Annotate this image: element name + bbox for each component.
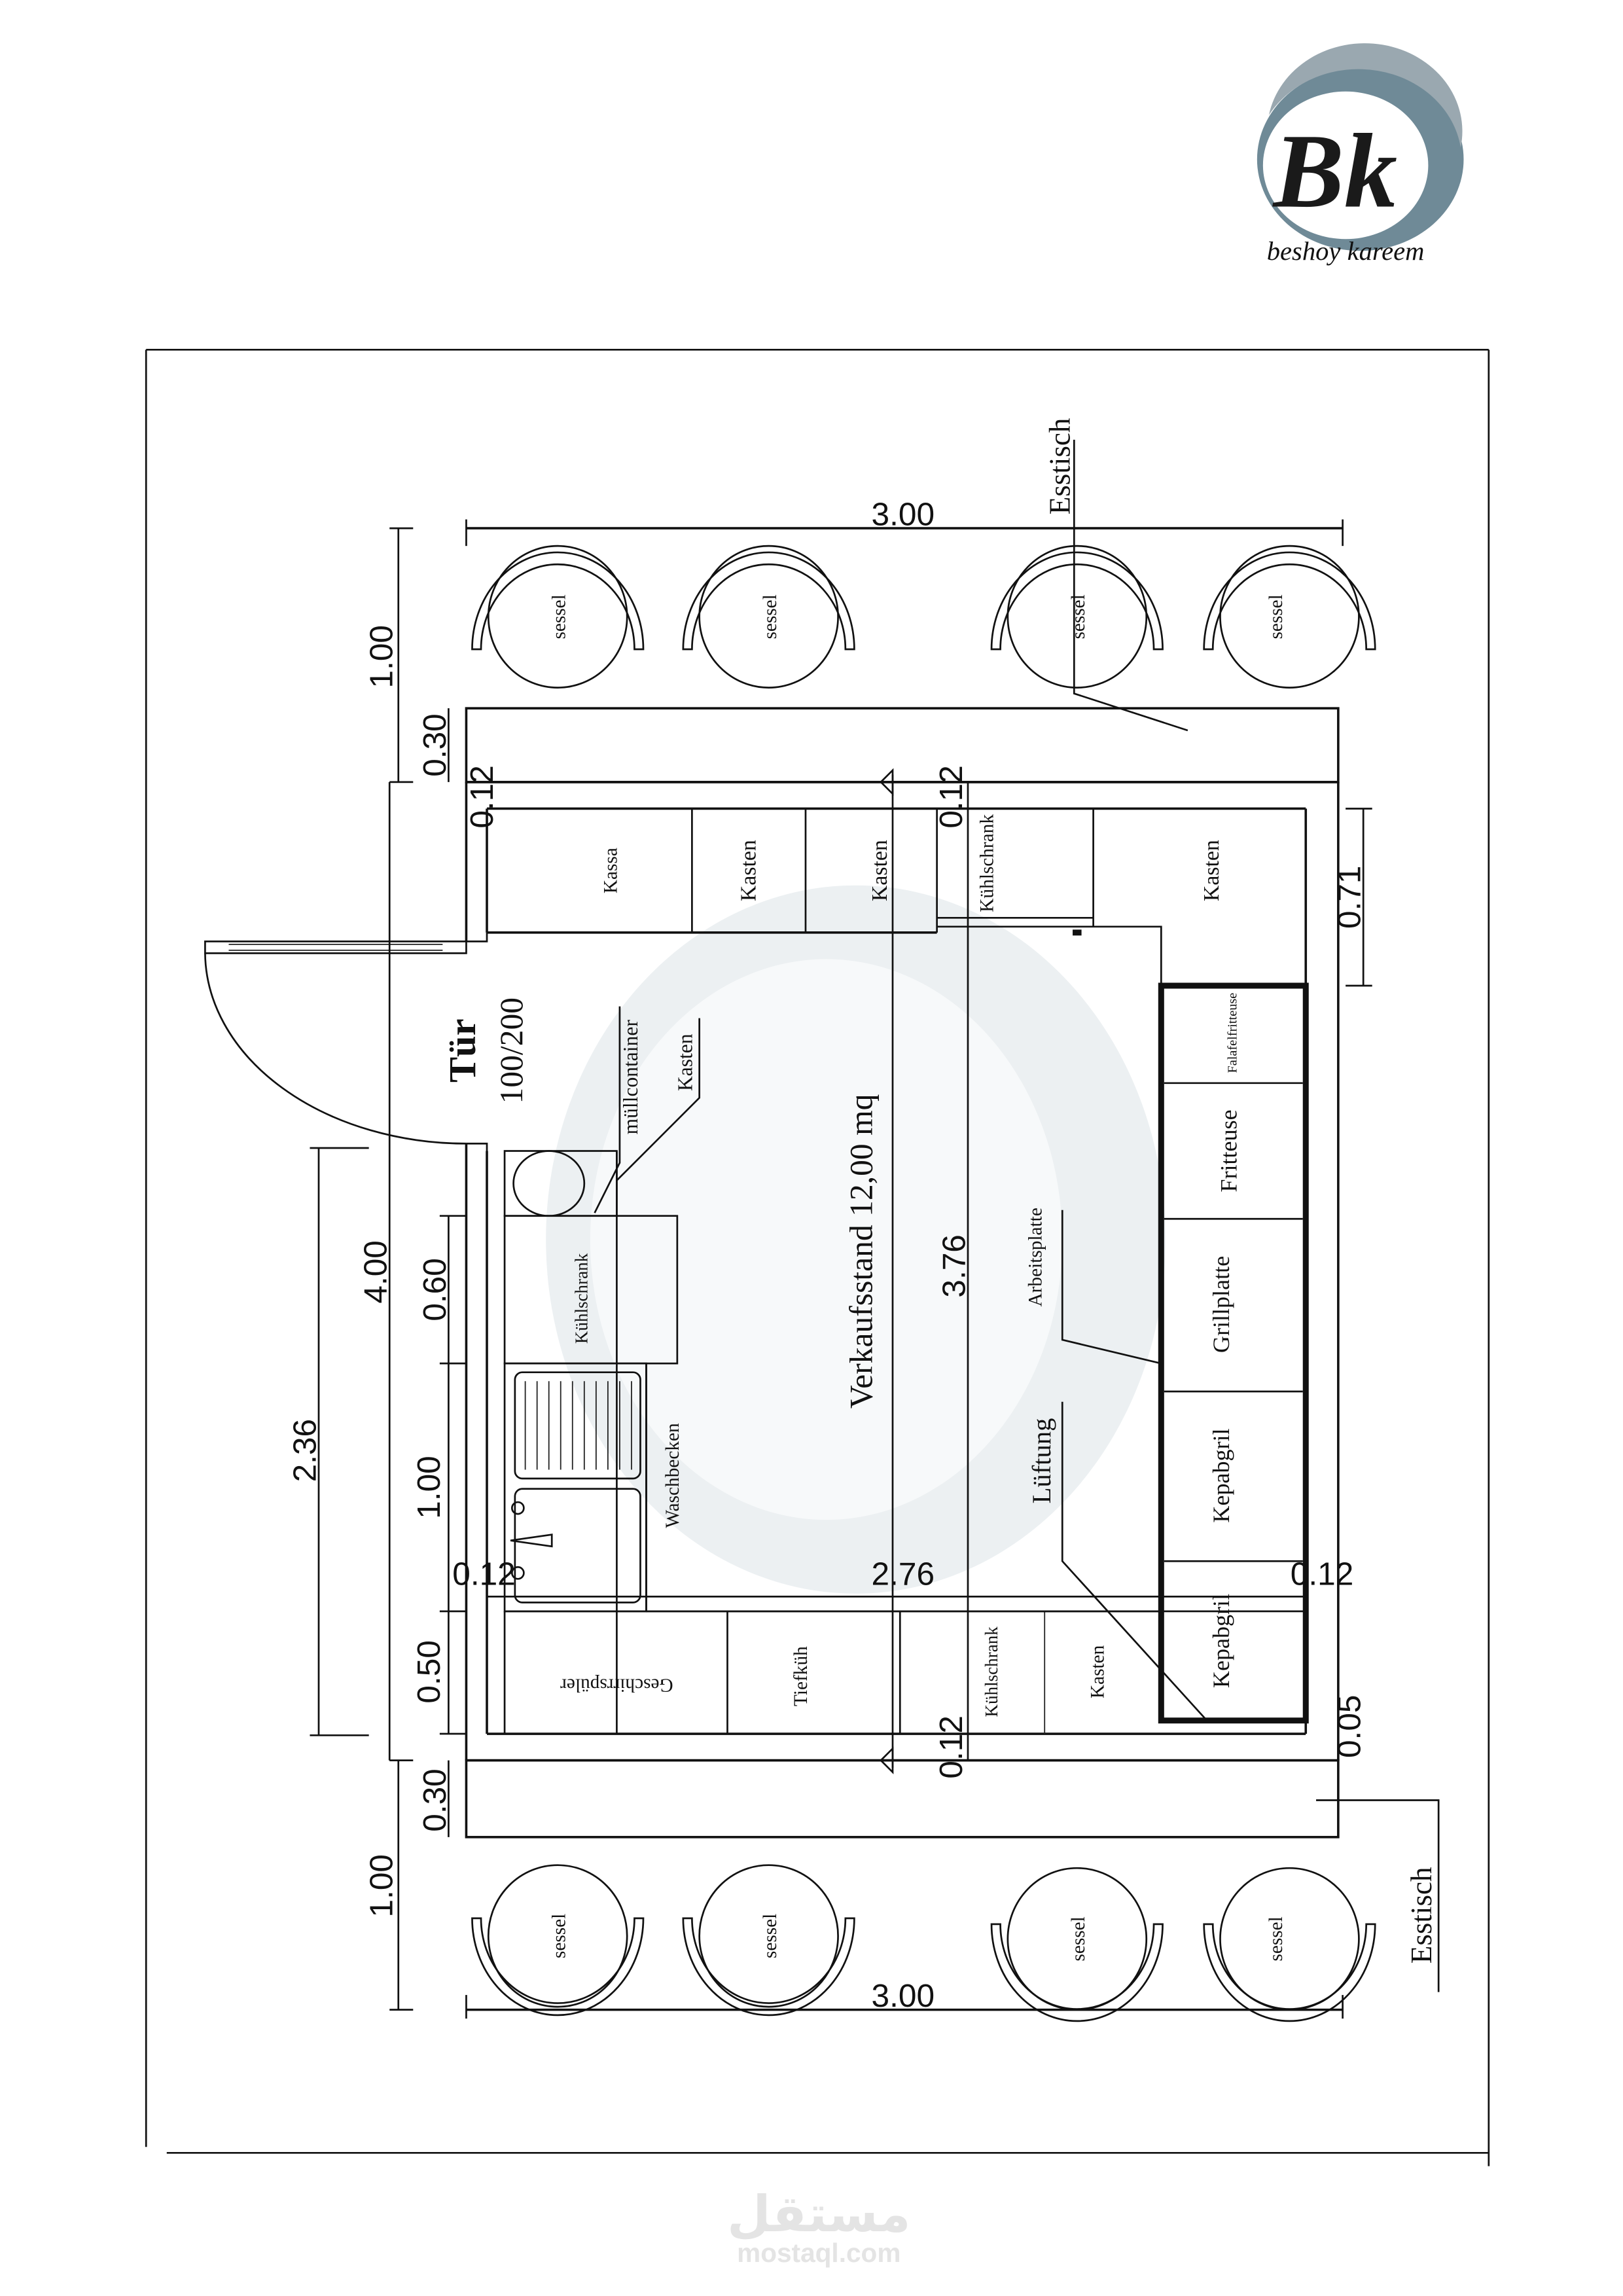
dim-left-wall: 0.12 xyxy=(452,1555,516,1592)
dim-overall-height: 4.00 xyxy=(357,1240,394,1304)
watermark-latin: mostaql.com xyxy=(737,2238,901,2268)
door-label: Tür xyxy=(441,1018,484,1083)
dim-fridge: 0.60 xyxy=(416,1258,453,1321)
chair-label: sessel xyxy=(760,1914,781,1958)
sink-label: Waschbecken xyxy=(662,1423,683,1528)
freezer-label: Tiefküh xyxy=(791,1646,812,1706)
mostaql-watermark: مستقل mostaql.com xyxy=(727,2185,910,2268)
chair: sessel xyxy=(471,545,645,689)
dim-top-depth: 1.00 xyxy=(363,625,400,689)
cabinet-kasten: Kasten xyxy=(868,840,892,901)
area-label: Verkaufsstand 12,00 mq xyxy=(843,1094,879,1409)
dishwasher-label: Geschirrspüler xyxy=(560,1675,673,1696)
dim-top-width: 3.00 xyxy=(872,496,935,533)
kasten-label: Kasten xyxy=(673,1033,696,1091)
bottom-table xyxy=(465,1759,1340,1839)
chair-label: sessel xyxy=(760,594,781,639)
bottom-fridge-label: Kühlschrank xyxy=(982,1626,1001,1717)
dim-bottom-width: 3.00 xyxy=(872,1977,935,2014)
dim-inner-height: 3.76 xyxy=(935,1234,972,1298)
center-watermark xyxy=(546,885,1166,1594)
chair: sessel xyxy=(1203,545,1376,689)
top-dining-area: 3.00 1.00 0.30 sessel sessel sessel s xyxy=(363,418,1376,783)
chair: sessel xyxy=(990,1867,1164,2022)
chair-label: sessel xyxy=(1068,594,1089,639)
top-table-label: Esstisch xyxy=(1044,418,1077,515)
bottom-dining-area: 1.00 0.30 sessel sessel sessel sessel 3.… xyxy=(363,1759,1440,2022)
dim-bottom-wall: 0.12 xyxy=(933,1715,969,1778)
brand-logo: Bk beshoy kareem xyxy=(1257,43,1464,266)
dim-left-offset: 2.36 xyxy=(286,1419,323,1482)
cooking-line: Falafelfritteuse Fritteuse Grillplatte K… xyxy=(1158,982,1309,1724)
ventilation-label: Lüftung xyxy=(1027,1418,1056,1504)
dim-right-wall: 0.12 xyxy=(1291,1555,1353,1592)
worktop-label: Arbeitsplatte xyxy=(1026,1208,1046,1306)
dim-sink: 1.00 xyxy=(410,1456,447,1519)
logo-signature: beshoy kareem xyxy=(1267,236,1425,266)
top-row-cabinets: Kassa Kasten Kasten Kühlschrank Kasten xyxy=(487,808,1224,986)
top-table xyxy=(465,707,1340,783)
dim-right-kasten: 0.71 xyxy=(1331,865,1368,929)
muell-label: müllcontainer xyxy=(619,1020,642,1135)
chair-label: sessel xyxy=(548,1914,569,1958)
cabinet-kasten: Kasten xyxy=(736,840,760,901)
cabinet-kassa: Kassa xyxy=(600,848,621,893)
watermark-arabic: مستقل xyxy=(727,2185,910,2244)
dim-dish: 0.50 xyxy=(410,1640,447,1703)
dim-bottom-table: 0.30 xyxy=(416,1768,453,1831)
chair: sessel xyxy=(990,545,1164,689)
appliance-kebab: Kepabgril xyxy=(1208,1428,1234,1522)
cabinet-kasten: Kasten xyxy=(1200,840,1224,901)
chair-label: sessel xyxy=(548,594,569,639)
chair-label: sessel xyxy=(1068,1916,1089,1961)
cabinet-fridge: Kühlschrank xyxy=(976,814,997,912)
dim-top-table: 0.30 xyxy=(416,713,453,777)
chair: sessel xyxy=(471,1864,645,2017)
chair: sessel xyxy=(682,1864,855,2017)
appliance-grillplate: Grillplatte xyxy=(1208,1256,1234,1353)
drainboard-ribs xyxy=(524,1381,632,1470)
dimension-lines: 4.00 2.36 0.60 1.00 0.50 2.76 0.12 0.12 … xyxy=(286,765,1372,1779)
logo-monogram: Bk xyxy=(1272,113,1397,230)
dim-bottom-depth: 1.00 xyxy=(363,1854,400,1917)
door: Tür 100/200 xyxy=(204,941,529,1145)
chair-label: sessel xyxy=(1266,594,1287,639)
dim-top-right-wall: 0.12 xyxy=(933,765,969,829)
appliance-falafel: Falafelfritteuse xyxy=(1225,993,1240,1073)
faucet-icon xyxy=(510,1501,553,1580)
dim-top-left-wall: 0.12 xyxy=(463,765,500,829)
bottom-table-label: Esstisch xyxy=(1405,1867,1438,1964)
chair: sessel xyxy=(1203,1867,1376,2022)
appliance-fryer: Fritteuse xyxy=(1215,1109,1241,1192)
dim-right-gap: 0.05 xyxy=(1331,1695,1368,1758)
dim-inner-width: 2.76 xyxy=(872,1555,935,1592)
appliance-kebab: Kepabgril xyxy=(1208,1594,1234,1688)
chair-label: sessel xyxy=(1266,1916,1287,1961)
page-frame xyxy=(145,348,1490,2166)
fridge-label: Kühlschrank xyxy=(571,1253,591,1344)
bottom-kasten-label: Kasten xyxy=(1087,1645,1108,1698)
bottom-row-cabinets: Geschirrspüler Tiefküh Kühlschrank Kaste… xyxy=(503,1610,1162,1734)
chair: sessel xyxy=(682,545,855,689)
door-size: 100/200 xyxy=(493,997,529,1104)
